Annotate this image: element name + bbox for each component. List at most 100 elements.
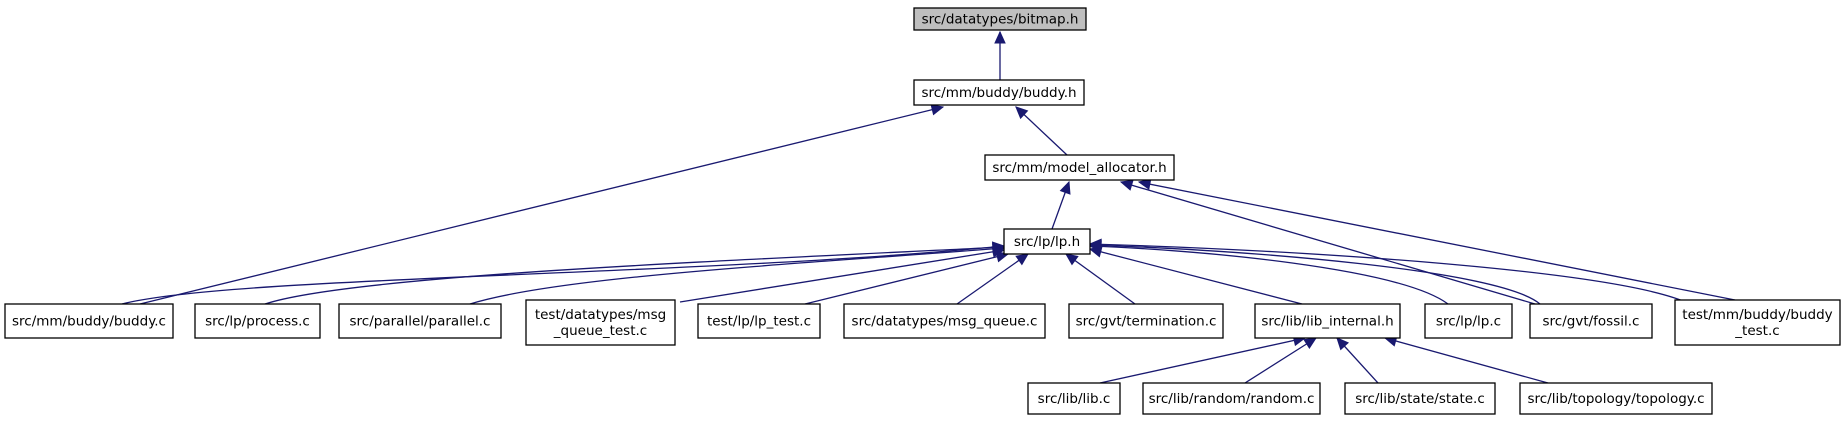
edge-model_allocator_h-to-buddy_h <box>1015 106 1068 156</box>
edge-line <box>1138 181 1736 301</box>
edge-line <box>121 245 1005 305</box>
node-box[interactable] <box>1519 382 1713 415</box>
node-lib-internal-h[interactable]: src/lib/lib_internal.h <box>1254 303 1401 339</box>
node-box[interactable] <box>1674 299 1841 346</box>
edge-topology_c-to-lib_internal_h <box>1383 335 1549 384</box>
node-label: src/datatypes/bitmap.h <box>922 11 1079 27</box>
edge-state_c-to-lib_internal_h <box>1336 337 1379 384</box>
edge-line <box>1089 244 1541 305</box>
node-label: src/gvt/fossil.c <box>1543 313 1640 329</box>
node-fossil-c[interactable]: src/gvt/fossil.c <box>1529 303 1653 339</box>
node-box[interactable] <box>843 303 1046 339</box>
arrow-head <box>1015 253 1029 266</box>
node-msg-queue-c[interactable]: src/datatypes/msg_queue.c <box>843 303 1046 339</box>
arrow-head <box>1059 180 1071 195</box>
node-parallel-c[interactable]: src/parallel/parallel.c <box>338 303 502 339</box>
node-lp-h[interactable]: src/lp/lp.h <box>1003 228 1091 255</box>
edge-termination_c-to-lp_h <box>1065 253 1136 305</box>
node-box[interactable] <box>1529 303 1653 339</box>
node-termination-c[interactable]: src/gvt/termination.c <box>1068 303 1224 339</box>
node-box[interactable] <box>4 303 174 339</box>
arrow-head <box>994 30 1006 44</box>
node-box[interactable] <box>697 303 821 339</box>
node-box[interactable] <box>1254 303 1401 339</box>
edge-line <box>956 253 1029 305</box>
edge-line <box>1099 337 1306 384</box>
node-label: test/mm/buddy/buddy <box>1682 307 1832 323</box>
edge-buddy_c-to-buddy_h <box>139 104 945 305</box>
node-label: src/lib/state/state.c <box>1355 391 1485 407</box>
edge-random_c-to-lib_internal_h <box>1244 337 1318 384</box>
node-buddy-h[interactable]: src/mm/buddy/buddy.h <box>913 79 1085 106</box>
edge-buddy_h-to-bitmap_h <box>994 30 1006 80</box>
node-box[interactable] <box>1344 382 1496 415</box>
edge-line <box>139 106 944 305</box>
edge-line <box>264 246 1005 305</box>
nodes-layer: src/datatypes/bitmap.h src/mm/buddy/buddy… <box>4 7 1841 415</box>
edge-msg_queue_c-to-lp_h <box>956 253 1029 305</box>
node-label: _queue_test.c <box>553 323 647 339</box>
node-label: src/lib/topology/topology.c <box>1527 391 1704 407</box>
node-box[interactable] <box>1424 303 1513 339</box>
node-lib-c[interactable]: src/lib/lib.c <box>1027 382 1121 415</box>
edge-line <box>1244 337 1317 384</box>
arrow-head <box>930 104 945 116</box>
edge-buddy_test_c-to-model_allocator_h <box>1137 178 1736 301</box>
node-buddy-test-c[interactable]: test/mm/buddy/buddy_test.c <box>1674 299 1841 346</box>
edge-buddy_c-to-lp_h <box>121 241 1006 305</box>
node-box[interactable] <box>1068 303 1224 339</box>
node-msg-queue-test-c[interactable]: test/datatypes/msg_queue_test.c <box>525 299 676 346</box>
node-model-allocator-h[interactable]: src/mm/model_allocator.h <box>984 154 1175 181</box>
node-label: src/mm/model_allocator.h <box>992 160 1166 176</box>
node-bitmap-h[interactable]: src/datatypes/bitmap.h <box>913 7 1087 31</box>
node-lp-test-c[interactable]: test/lp/lp_test.c <box>697 303 821 339</box>
edge-lib_c-to-lib_internal_h <box>1099 334 1307 384</box>
node-label: src/lib/random/random.c <box>1149 391 1315 407</box>
node-label: src/lp/lp.c <box>1436 313 1501 329</box>
node-label: src/datatypes/msg_queue.c <box>852 313 1038 329</box>
node-label: src/mm/buddy/buddy.h <box>921 85 1076 101</box>
edge-line <box>1065 253 1136 305</box>
arrow-head <box>1303 337 1318 350</box>
edge-process_c-to-lp_h <box>264 241 1006 305</box>
edge-line <box>1089 243 1691 305</box>
arrow-head <box>1088 238 1102 251</box>
node-state-c[interactable]: src/lib/state/state.c <box>1344 382 1496 415</box>
node-random-c[interactable]: src/lib/random/random.c <box>1142 382 1321 415</box>
node-label: src/gvt/termination.c <box>1076 313 1217 329</box>
node-topology-c[interactable]: src/lib/topology/topology.c <box>1519 382 1713 415</box>
node-box[interactable] <box>525 299 676 346</box>
node-label: src/lp/process.c <box>205 313 310 329</box>
node-box[interactable] <box>984 154 1175 181</box>
node-label: src/mm/buddy/buddy.c <box>12 313 166 329</box>
node-box[interactable] <box>913 7 1087 31</box>
arrow-head <box>1015 106 1029 120</box>
node-label: src/lp/lp.h <box>1014 234 1080 250</box>
node-process-c[interactable]: src/lp/process.c <box>194 303 321 339</box>
node-box[interactable] <box>338 303 502 339</box>
node-box[interactable] <box>194 303 321 339</box>
node-box[interactable] <box>1003 228 1091 255</box>
node-label: test/lp/lp_test.c <box>707 313 811 329</box>
edge-line <box>1120 181 1536 305</box>
edges-layer <box>121 30 1736 384</box>
node-label: src/parallel/parallel.c <box>350 313 491 329</box>
node-label: src/lib/lib.c <box>1038 391 1111 407</box>
node-lp-c[interactable]: src/lp/lp.c <box>1424 303 1513 339</box>
node-box[interactable] <box>1027 382 1121 415</box>
node-label: _test.c <box>1734 323 1779 339</box>
node-box[interactable] <box>913 79 1085 106</box>
edge-fossil_c-to-model_allocator_h <box>1119 179 1536 305</box>
node-box[interactable] <box>1142 382 1321 415</box>
edge-line <box>1384 337 1549 384</box>
edge-line <box>469 247 1005 305</box>
edge-line <box>1089 245 1449 305</box>
edge-lp_h-to-model_allocator_h <box>1051 180 1071 230</box>
edge-buddy_test_c-to-lp_h <box>1088 238 1691 305</box>
arrow-head <box>1065 253 1079 266</box>
edge-line <box>804 253 1009 305</box>
edge-line <box>679 249 1005 303</box>
arrow-head <box>1336 337 1350 351</box>
node-buddy-c[interactable]: src/mm/buddy/buddy.c <box>4 303 174 339</box>
